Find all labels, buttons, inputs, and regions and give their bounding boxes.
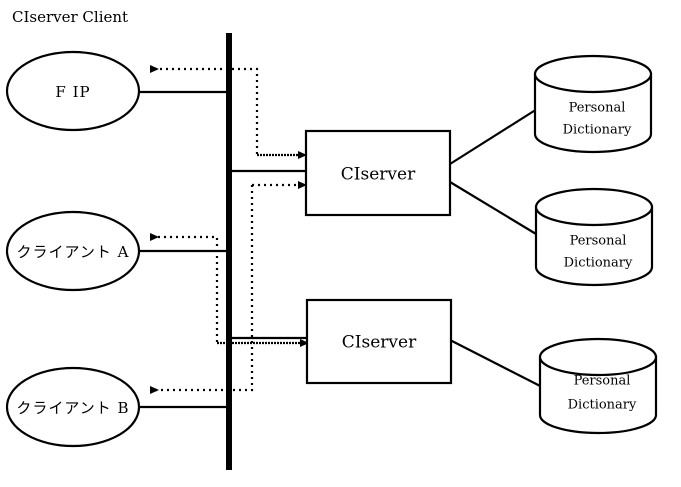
dotted-route-ciserver-2-to-client-a <box>150 233 300 345</box>
dotted-route-ciserver-1-to-client-b <box>150 185 254 394</box>
dict-3-cylinder-top <box>538 337 658 377</box>
client-node-client-a[interactable]: クライアント A <box>5 210 141 292</box>
ciserver-1-box <box>304 129 452 217</box>
solid-line-ciserver-2-to-dict-3 <box>449 339 549 391</box>
network-boundary-bar <box>226 33 232 470</box>
server-node-ciserver-2[interactable]: CIserver <box>305 298 453 385</box>
dotted-route-ciserver-1-to-fip <box>150 65 304 157</box>
dict-2-cylinder-top <box>534 187 654 227</box>
dict-2-label-line2: Dictionary <box>564 256 633 271</box>
client-node-client-b[interactable]: クライアント B <box>5 366 141 448</box>
client-a-ellipse <box>5 210 141 292</box>
dict-1-cylinder-body <box>533 72 653 154</box>
dict-3-cylinder-body <box>538 355 658 435</box>
dict-2-label-line1: Personal <box>570 234 627 249</box>
datastore-node-dict-2[interactable]: Personal Dictionary <box>534 187 654 287</box>
dict-3-label-line2: Dictionary <box>568 398 637 413</box>
solid-line-ciserver-1-to-dict-1 <box>449 103 546 165</box>
client-b-ellipse <box>5 366 141 448</box>
solid-line-ciserver-1-to-dict-2 <box>449 181 547 241</box>
datastore-node-dict-1[interactable]: Personal Dictionary <box>533 54 653 154</box>
ciserver-2-label: CIserver <box>342 333 417 353</box>
dict-1-cylinder-top <box>533 54 653 94</box>
fip-ellipse <box>5 50 141 132</box>
server-node-ciserver-1[interactable]: CIserver <box>304 129 452 217</box>
dict-3-label-line1: Personal <box>574 374 631 389</box>
client-a-label: クライアント A <box>16 243 129 261</box>
datastore-node-dict-3[interactable]: Personal Dictionary <box>538 337 658 435</box>
dict-1-label-line2: Dictionary <box>563 123 632 138</box>
client-node-fip[interactable]: F IP <box>5 50 141 132</box>
ciserver-1-label: CIserver <box>341 165 416 185</box>
dict-1-label-line1: Personal <box>569 101 626 116</box>
page-title: CIserver Client <box>12 8 128 26</box>
ciserver-2-box <box>305 298 453 385</box>
client-b-label: クライアント B <box>16 399 129 417</box>
fip-label: F IP <box>55 83 90 101</box>
dict-2-cylinder-body <box>534 205 654 287</box>
